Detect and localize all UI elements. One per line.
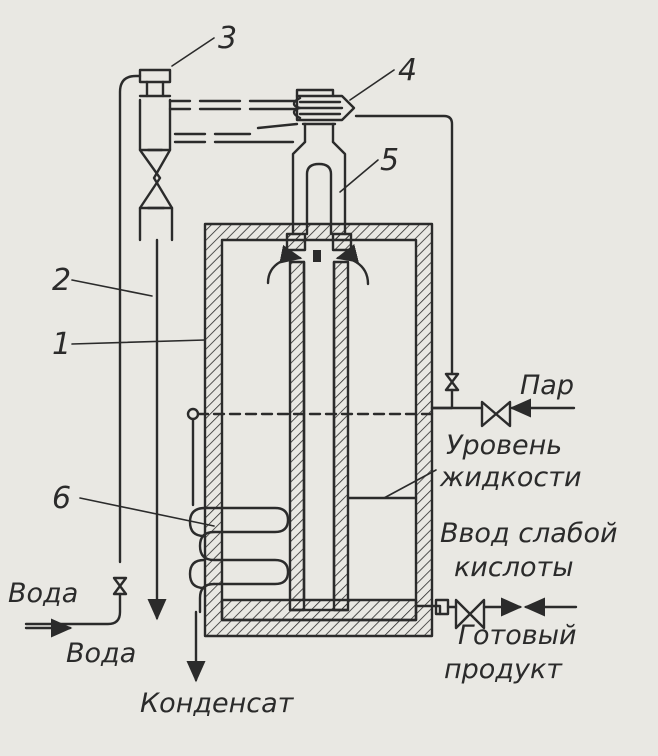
water-supply-line bbox=[24, 74, 142, 626]
connecting-pipes bbox=[168, 99, 299, 144]
heating-coil bbox=[186, 506, 290, 683]
label-condensate: Конденсат bbox=[140, 688, 294, 719]
label-4: 4 bbox=[398, 53, 418, 88]
level-gauge bbox=[186, 407, 200, 421]
central-tube bbox=[288, 260, 350, 612]
leader-lines bbox=[71, 37, 395, 527]
label-1: 1 bbox=[52, 327, 72, 362]
steam-line bbox=[354, 114, 576, 428]
label-product-2: продукт bbox=[444, 654, 562, 685]
vessel-body bbox=[203, 222, 434, 638]
label-2: 2 bbox=[52, 263, 72, 298]
label-level-1: Уровень bbox=[446, 430, 563, 461]
label-5: 5 bbox=[380, 143, 400, 178]
label-6: 6 bbox=[52, 481, 72, 516]
label-level-2: жидкости bbox=[440, 462, 582, 493]
flow-arrows bbox=[266, 244, 370, 286]
barometric-condenser bbox=[138, 68, 174, 621]
label-acid-2: кислоты bbox=[454, 552, 574, 583]
label-product-1: Готовый bbox=[458, 620, 577, 651]
label-acid-1: Ввод слабой bbox=[440, 518, 618, 549]
label-water-in: Вода bbox=[8, 578, 79, 609]
ejector-head bbox=[292, 88, 356, 126]
label-steam: Пар bbox=[520, 370, 574, 401]
product-outlet bbox=[414, 597, 578, 630]
label-water-out: Вода bbox=[66, 638, 137, 669]
ejector-neck bbox=[291, 122, 347, 236]
label-3: 3 bbox=[218, 21, 238, 56]
